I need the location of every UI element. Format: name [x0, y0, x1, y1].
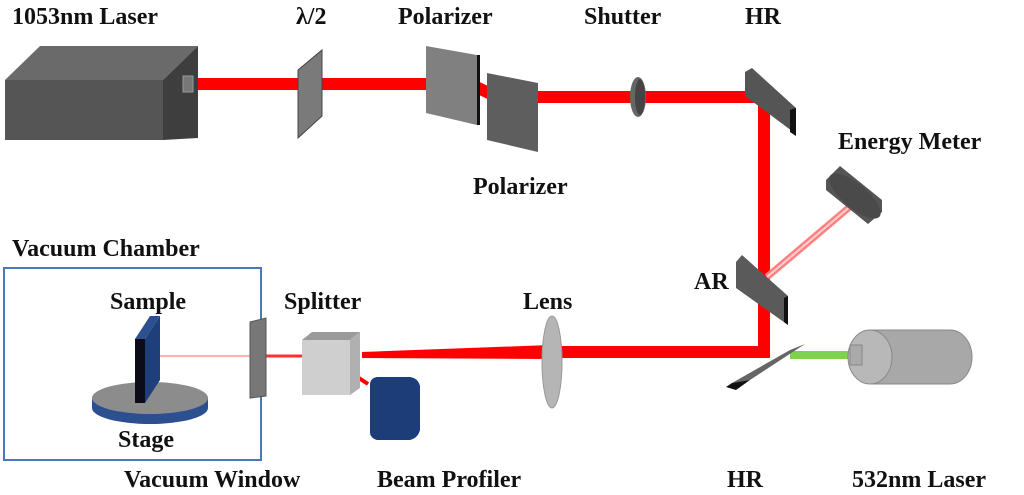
energy-meter	[826, 166, 882, 224]
label-splitter: Splitter	[284, 289, 362, 315]
label-polarizer-1: Polarizer	[398, 4, 493, 30]
splitter-cube	[302, 332, 360, 395]
vacuum-window	[249, 317, 267, 399]
shutter	[630, 77, 646, 117]
label-energy-meter: Energy Meter	[838, 129, 982, 155]
label-lens: Lens	[523, 289, 573, 315]
label-sample: Sample	[110, 289, 187, 315]
beam-profiler	[370, 377, 420, 440]
label-ar: AR	[694, 269, 729, 295]
label-laser-532: 532nm Laser	[852, 467, 986, 493]
label-hr-bottom: HR	[727, 467, 763, 493]
lens	[541, 315, 563, 409]
beam-core-energy-meter	[766, 204, 853, 278]
laser-1053-box	[5, 46, 198, 140]
hr-mirror-top	[745, 68, 796, 136]
polarizer-2	[487, 73, 538, 152]
label-half-wave-plate: λ/2	[296, 4, 327, 30]
label-beam-profiler: Beam Profiler	[377, 467, 522, 493]
polarizer-1	[426, 46, 480, 125]
ar-mirror	[736, 255, 788, 325]
laser-532-cylinder	[847, 329, 973, 385]
hr-mirror-bottom	[726, 344, 805, 390]
label-vacuum-chamber: Vacuum Chamber	[12, 236, 200, 262]
stage	[92, 382, 208, 424]
sample	[135, 316, 160, 403]
label-vacuum-window: Vacuum Window	[124, 467, 301, 493]
label-shutter: Shutter	[584, 4, 662, 30]
label-hr-top: HR	[745, 4, 781, 30]
label-laser-1053: 1053nm Laser	[12, 4, 158, 30]
half-wave-plate	[297, 48, 323, 140]
label-polarizer-2: Polarizer	[473, 174, 568, 200]
beam-segment-focusing	[362, 345, 550, 359]
label-stage: Stage	[118, 427, 174, 453]
